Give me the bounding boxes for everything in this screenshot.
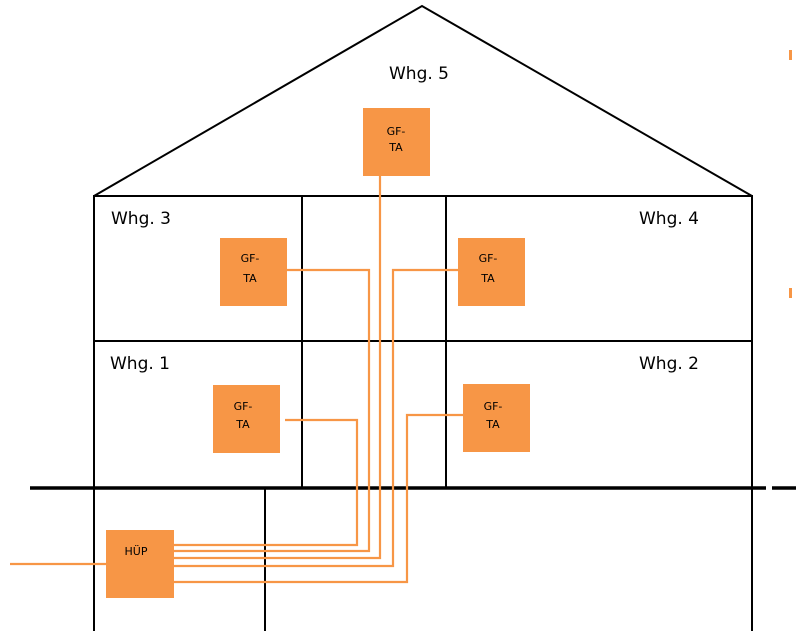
fiber-line-unit4 xyxy=(173,268,460,568)
gf-ta-box-unit2-label-line1: GF- xyxy=(484,400,503,413)
fiber-line-unit1 xyxy=(173,418,359,547)
gf-ta-box-unit1-rect xyxy=(213,385,280,453)
gf-ta-box-unit5-label-line1: GF- xyxy=(387,125,406,138)
hup-box-rect xyxy=(106,530,174,598)
gf-ta-box-unit4-label-line2: TA xyxy=(480,272,495,285)
gf-ta-box-unit4-label-line1: GF- xyxy=(479,252,498,265)
fiber-line-unit3 xyxy=(173,268,371,553)
edge-mark-middle xyxy=(789,288,792,298)
fiber-line-unit2 xyxy=(173,413,464,584)
gf-ta-box-unit1: GF- TA xyxy=(213,385,280,453)
unit-label-2: Whg. 2 xyxy=(639,354,699,374)
unit-label-5: Whg. 5 xyxy=(389,64,449,84)
gf-ta-box-unit3-rect xyxy=(220,238,287,306)
gf-ta-box-unit4: GF- TA xyxy=(458,238,525,306)
gf-ta-box-unit5-rect xyxy=(363,108,430,176)
hup-box: HÜP xyxy=(106,530,174,598)
gf-ta-box-unit2-rect xyxy=(463,384,530,452)
gf-ta-box-unit3: GF- TA xyxy=(220,238,287,306)
edge-mark-top xyxy=(789,50,792,60)
gf-ta-box-unit5: GF- TA xyxy=(363,108,430,176)
gf-ta-box-unit3-label-line2: TA xyxy=(242,272,257,285)
gf-ta-box-unit2: GF- TA xyxy=(463,384,530,452)
gf-ta-box-unit3-label-line1: GF- xyxy=(241,252,260,265)
gf-ta-box-unit4-rect xyxy=(458,238,525,306)
fiber-line-unit5 xyxy=(173,155,382,560)
hup-box-label: HÜP xyxy=(125,545,148,558)
roof-outline xyxy=(93,4,753,197)
unit-label-3: Whg. 3 xyxy=(111,209,171,229)
building-outline xyxy=(30,4,796,631)
gf-ta-box-unit2-label-line2: TA xyxy=(485,418,500,431)
gf-ta-box-unit1-label-line1: GF- xyxy=(234,400,253,413)
gf-ta-box-unit5-label-line2: TA xyxy=(388,141,403,154)
unit-label-4: Whg. 4 xyxy=(639,209,699,229)
fiber-lines xyxy=(10,155,464,584)
gf-ta-box-unit1-label-line2: TA xyxy=(235,418,250,431)
unit-label-1: Whg. 1 xyxy=(110,354,170,374)
